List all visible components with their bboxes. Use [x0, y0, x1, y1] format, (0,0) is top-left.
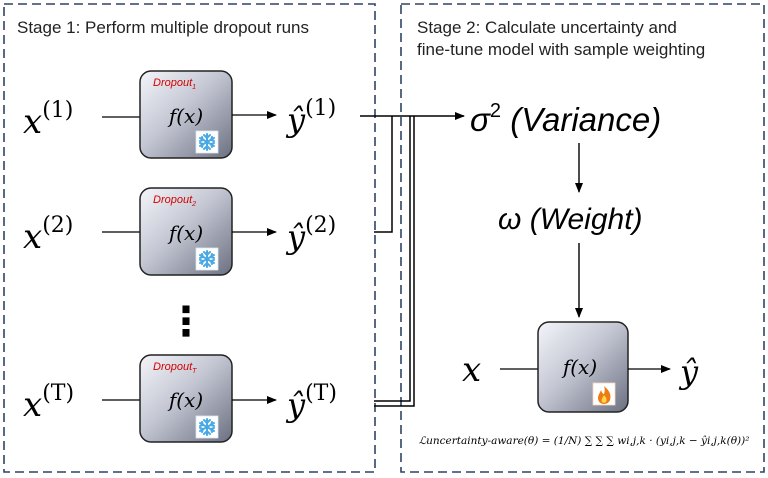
variance-label: σ2 (Variance) [470, 100, 661, 138]
snowflake-icon [195, 130, 219, 154]
snowflake-icon [195, 247, 219, 271]
connector-lines [360, 112, 465, 407]
input-xT: x(T) [23, 381, 74, 425]
func-label-T: f(x) [167, 388, 203, 412]
dropout-run-T: x(T) DropoutT f(x) ŷ(T) [23, 354, 337, 443]
input-x2: x(2) [23, 213, 73, 257]
final-func-label: f(x) [561, 355, 597, 379]
final-input-x: x [462, 350, 481, 390]
ellipsis: ⋮ [166, 300, 206, 344]
snowflake-icon [195, 415, 219, 439]
stage1-title: Stage 1: Perform multiple dropout runs [17, 18, 309, 37]
func-label-1: f(x) [167, 104, 203, 128]
dropout-run-1: x(1) Dropout1 f(x) ŷ(1) [23, 70, 336, 159]
loss-formula: ℒuncertainty-aware(θ) = (1/N) ∑ ∑ ∑ wi,j… [419, 434, 750, 447]
dropout-label-2: Dropout2 [153, 194, 196, 208]
output-yT: ŷ(T) [285, 381, 337, 424]
dropout-label-T: DropoutT [153, 361, 197, 375]
flame-icon [592, 382, 616, 406]
stage2-panel [400, 3, 765, 473]
stage1-panel [3, 3, 376, 473]
output-y1: ŷ(1) [285, 96, 336, 139]
func-label-2: f(x) [167, 221, 203, 245]
dropout-label-1: Dropout1 [153, 77, 196, 91]
final-output-y: ŷ [678, 353, 699, 391]
output-y2: ŷ(2) [285, 213, 336, 256]
stage2-title-line2: fine-tune model with sample weighting [417, 40, 705, 59]
stage2-title-line1: Stage 2: Calculate uncertainty and [417, 18, 677, 37]
weight-label: ω (Weight) [498, 203, 643, 236]
input-x1: x(1) [23, 98, 73, 142]
dropout-run-2: x(2) Dropout2 f(x) ŷ(2) [23, 187, 336, 276]
final-model: x f(x) ŷ [462, 321, 699, 413]
